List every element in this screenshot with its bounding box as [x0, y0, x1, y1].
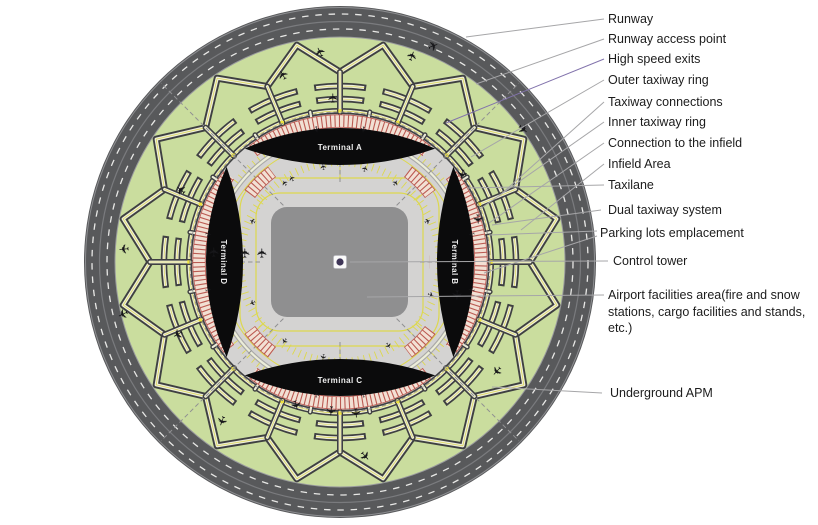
legend-label-high-speed-exits: High speed exits	[608, 52, 701, 66]
airplane-icon: ✈	[239, 247, 254, 258]
legend-label-facilities-area: Airport facilities area(fire and snow st…	[608, 288, 806, 335]
airplane-icon: ✈	[423, 216, 433, 227]
legend-label-taxilane: Taxilane	[608, 178, 654, 192]
leader-underground-apm	[491, 386, 603, 394]
airplane-icon: ✈	[312, 390, 322, 398]
legend-label-outer-taxiway-ring: Outer taxiway ring	[608, 73, 709, 87]
legend-label-inner-taxiway-ring: Inner taxiway ring	[608, 115, 706, 129]
airplane-icon: ✈	[469, 213, 484, 225]
airplane-icon: ✈	[279, 177, 290, 188]
leader-taxilane	[466, 184, 605, 189]
diagram-graphics	[84, 6, 596, 518]
airplane-icon: ✈	[426, 290, 436, 301]
legend-label-dual-taxiway-system: Dual taxiway system	[608, 203, 722, 217]
airplane-icon: ✈	[382, 341, 393, 352]
airplane-icon: ✈	[311, 125, 321, 133]
airplane-icon: ✈	[360, 164, 371, 173]
airplane-icon: ✈	[390, 178, 401, 189]
legend-label-taxiway-connections: Taxiway connections	[608, 95, 723, 109]
legend-label-runway-access-point: Runway access point	[608, 32, 727, 46]
leader-parking-lots-2	[483, 235, 598, 274]
leader-inner-taxiway-ring	[479, 121, 605, 210]
leader-dual-taxiway-system	[491, 209, 602, 226]
airplane-icon: ✈	[327, 92, 342, 103]
apm-route	[160, 82, 284, 206]
leader-connection-to-infield	[488, 142, 605, 224]
airplane-icon: ✈	[404, 49, 422, 64]
apm-route	[160, 318, 284, 442]
airplane-icon: ✈	[467, 284, 476, 294]
leader-taxiway-connections	[498, 101, 605, 197]
runway-divider	[98, 20, 582, 504]
legend-label-runway: Runway	[608, 12, 654, 26]
legend-label-parking-lots: Parking lots emplacement	[600, 226, 744, 240]
airplane-icon: ✈	[212, 413, 230, 428]
airplane-icon: ✈	[318, 353, 328, 361]
leader-parking-lots-1	[488, 230, 598, 236]
runway-centerline-inner	[106, 28, 574, 496]
runway-centerline-outer	[91, 13, 589, 511]
legend-label-connection-to-infield: Connection to the infield	[608, 136, 743, 150]
airplane-icon: ✈	[311, 125, 321, 133]
legend-label-control-tower: Control tower	[613, 254, 688, 268]
airplane-icon: ✈	[358, 125, 368, 133]
leader-control-tower	[349, 260, 609, 263]
terminal-c-label: Terminal C	[318, 376, 363, 385]
apm-route	[396, 82, 520, 206]
airplane-icon: ✈	[322, 405, 338, 417]
airplane-icon: ✈	[448, 289, 463, 301]
leader-runway	[465, 18, 605, 38]
airplane-icon: ✈	[204, 229, 213, 239]
airplane-icon: ✈	[467, 229, 476, 239]
terminal-a-building	[244, 128, 436, 165]
airplane-icon: ✈	[286, 398, 303, 413]
airplane-icon: ✈	[358, 125, 368, 133]
central-infield	[271, 207, 408, 317]
airplane-icon: ✈	[118, 240, 130, 256]
airplane-icon: ✈	[247, 215, 257, 226]
airplane-icon: ✈	[256, 247, 271, 258]
apron-boundary	[189, 111, 491, 413]
airplane-icon: ✈	[247, 297, 257, 308]
airplane-icon: ✈	[286, 173, 297, 184]
leader-high-speed-exits	[445, 58, 605, 124]
airplane-icon: ✈	[279, 335, 290, 346]
airplane-icon: ✈	[347, 407, 363, 419]
legend-label-infield-area: Infield Area	[608, 157, 671, 171]
leader-facilities-area	[366, 294, 605, 298]
terminal-d-label: Terminal D	[219, 240, 228, 285]
airplane-icon: ✈	[319, 163, 329, 171]
control-tower-dot	[336, 258, 344, 266]
airplane-icon: ✈	[208, 246, 223, 257]
airplane-icon: ✈	[426, 38, 441, 56]
apm-route	[396, 318, 520, 442]
leader-runway-access-point	[475, 38, 605, 85]
airplane-icon: ✈	[359, 390, 369, 398]
airplane-icon: ✈	[204, 285, 213, 295]
airplane-icon: ✈	[452, 167, 469, 180]
legend-label-underground-apm: Underground APM	[610, 386, 713, 400]
leader-lines	[349, 18, 609, 394]
leader-outer-taxiway-ring	[470, 79, 605, 158]
terminal-a-label: Terminal A	[318, 143, 362, 152]
